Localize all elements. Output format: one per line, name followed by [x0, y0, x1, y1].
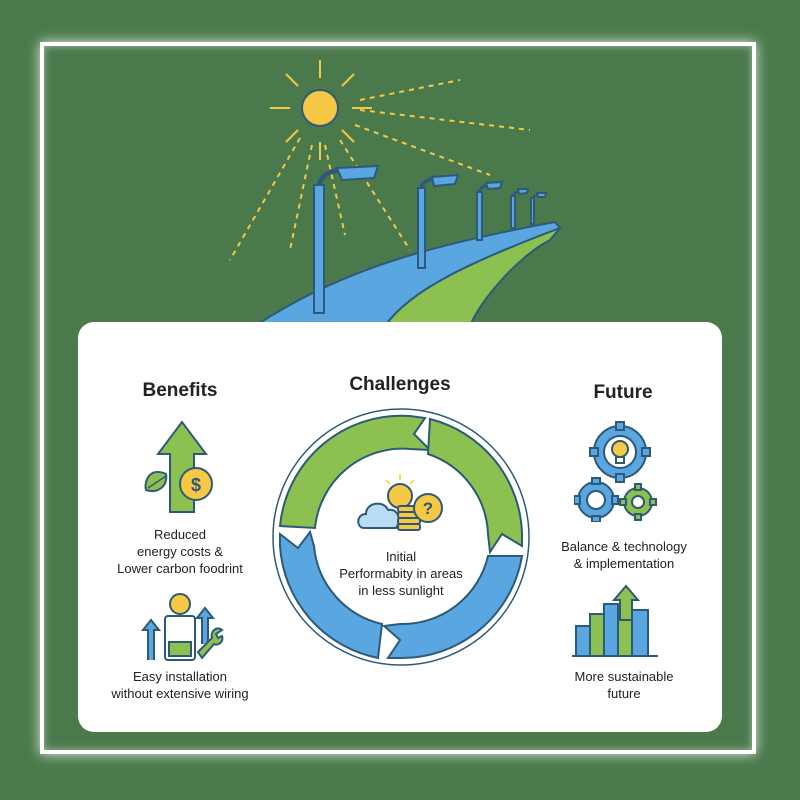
benefit-1-caption-line-1: Reduced	[153, 527, 207, 542]
city-growth-arrow-icon	[572, 584, 658, 657]
gears-lightbulb-icon	[574, 421, 657, 522]
cycle-arrows-diagram	[272, 408, 530, 666]
future-1-caption: Balance & technology & implementation	[544, 538, 704, 572]
road-icon	[251, 220, 564, 327]
challenges-title: Challenges	[349, 374, 451, 395]
challenges-caption-line-1: Initial	[385, 549, 417, 564]
challenges-caption-line-2: Performabity in areas	[339, 566, 463, 581]
future-1-caption-line-2: & implementation	[573, 556, 675, 571]
future-title: Future	[593, 382, 653, 403]
benefit-2-caption: Easy installation without extensive wiri…	[90, 668, 270, 702]
future-2-caption-line-1: More sustainable	[574, 669, 674, 684]
street-lamp-icon	[313, 164, 548, 314]
future-1-caption-line-1: Balance & technology	[561, 539, 687, 554]
sun-icon	[229, 60, 531, 261]
benefit-1-caption: Reduced energy costs & Lower carbon food…	[94, 526, 266, 577]
decorative-frame	[40, 42, 756, 754]
future-2-caption-line-2: future	[607, 686, 641, 701]
challenges-caption: Initial Performabity in areas in less su…	[318, 548, 484, 599]
growth-arrow-dollar-icon: $	[144, 420, 213, 513]
cloud-sun-coins-question-icon: ?	[357, 474, 443, 531]
benefits-title: Benefits	[142, 380, 218, 401]
battery-lightbulb-wrench-icon	[140, 593, 224, 661]
solar-street-scene	[229, 60, 564, 327]
benefit-2-caption-line-1: Easy installation	[133, 669, 227, 684]
benefit-2-caption-line-2: without extensive wiring	[111, 686, 249, 701]
svg-text:?: ?	[423, 499, 433, 518]
svg-text:$: $	[191, 475, 201, 495]
benefit-1-caption-line-2: energy costs &	[137, 544, 223, 559]
content-card: Benefits $ Reduced energy costs & Lower …	[78, 322, 722, 732]
benefit-1-caption-line-3: Lower carbon foodrint	[117, 561, 243, 576]
challenges-caption-line-3: in less sunlight	[358, 583, 444, 598]
future-2-caption: More sustainable future	[552, 668, 696, 702]
